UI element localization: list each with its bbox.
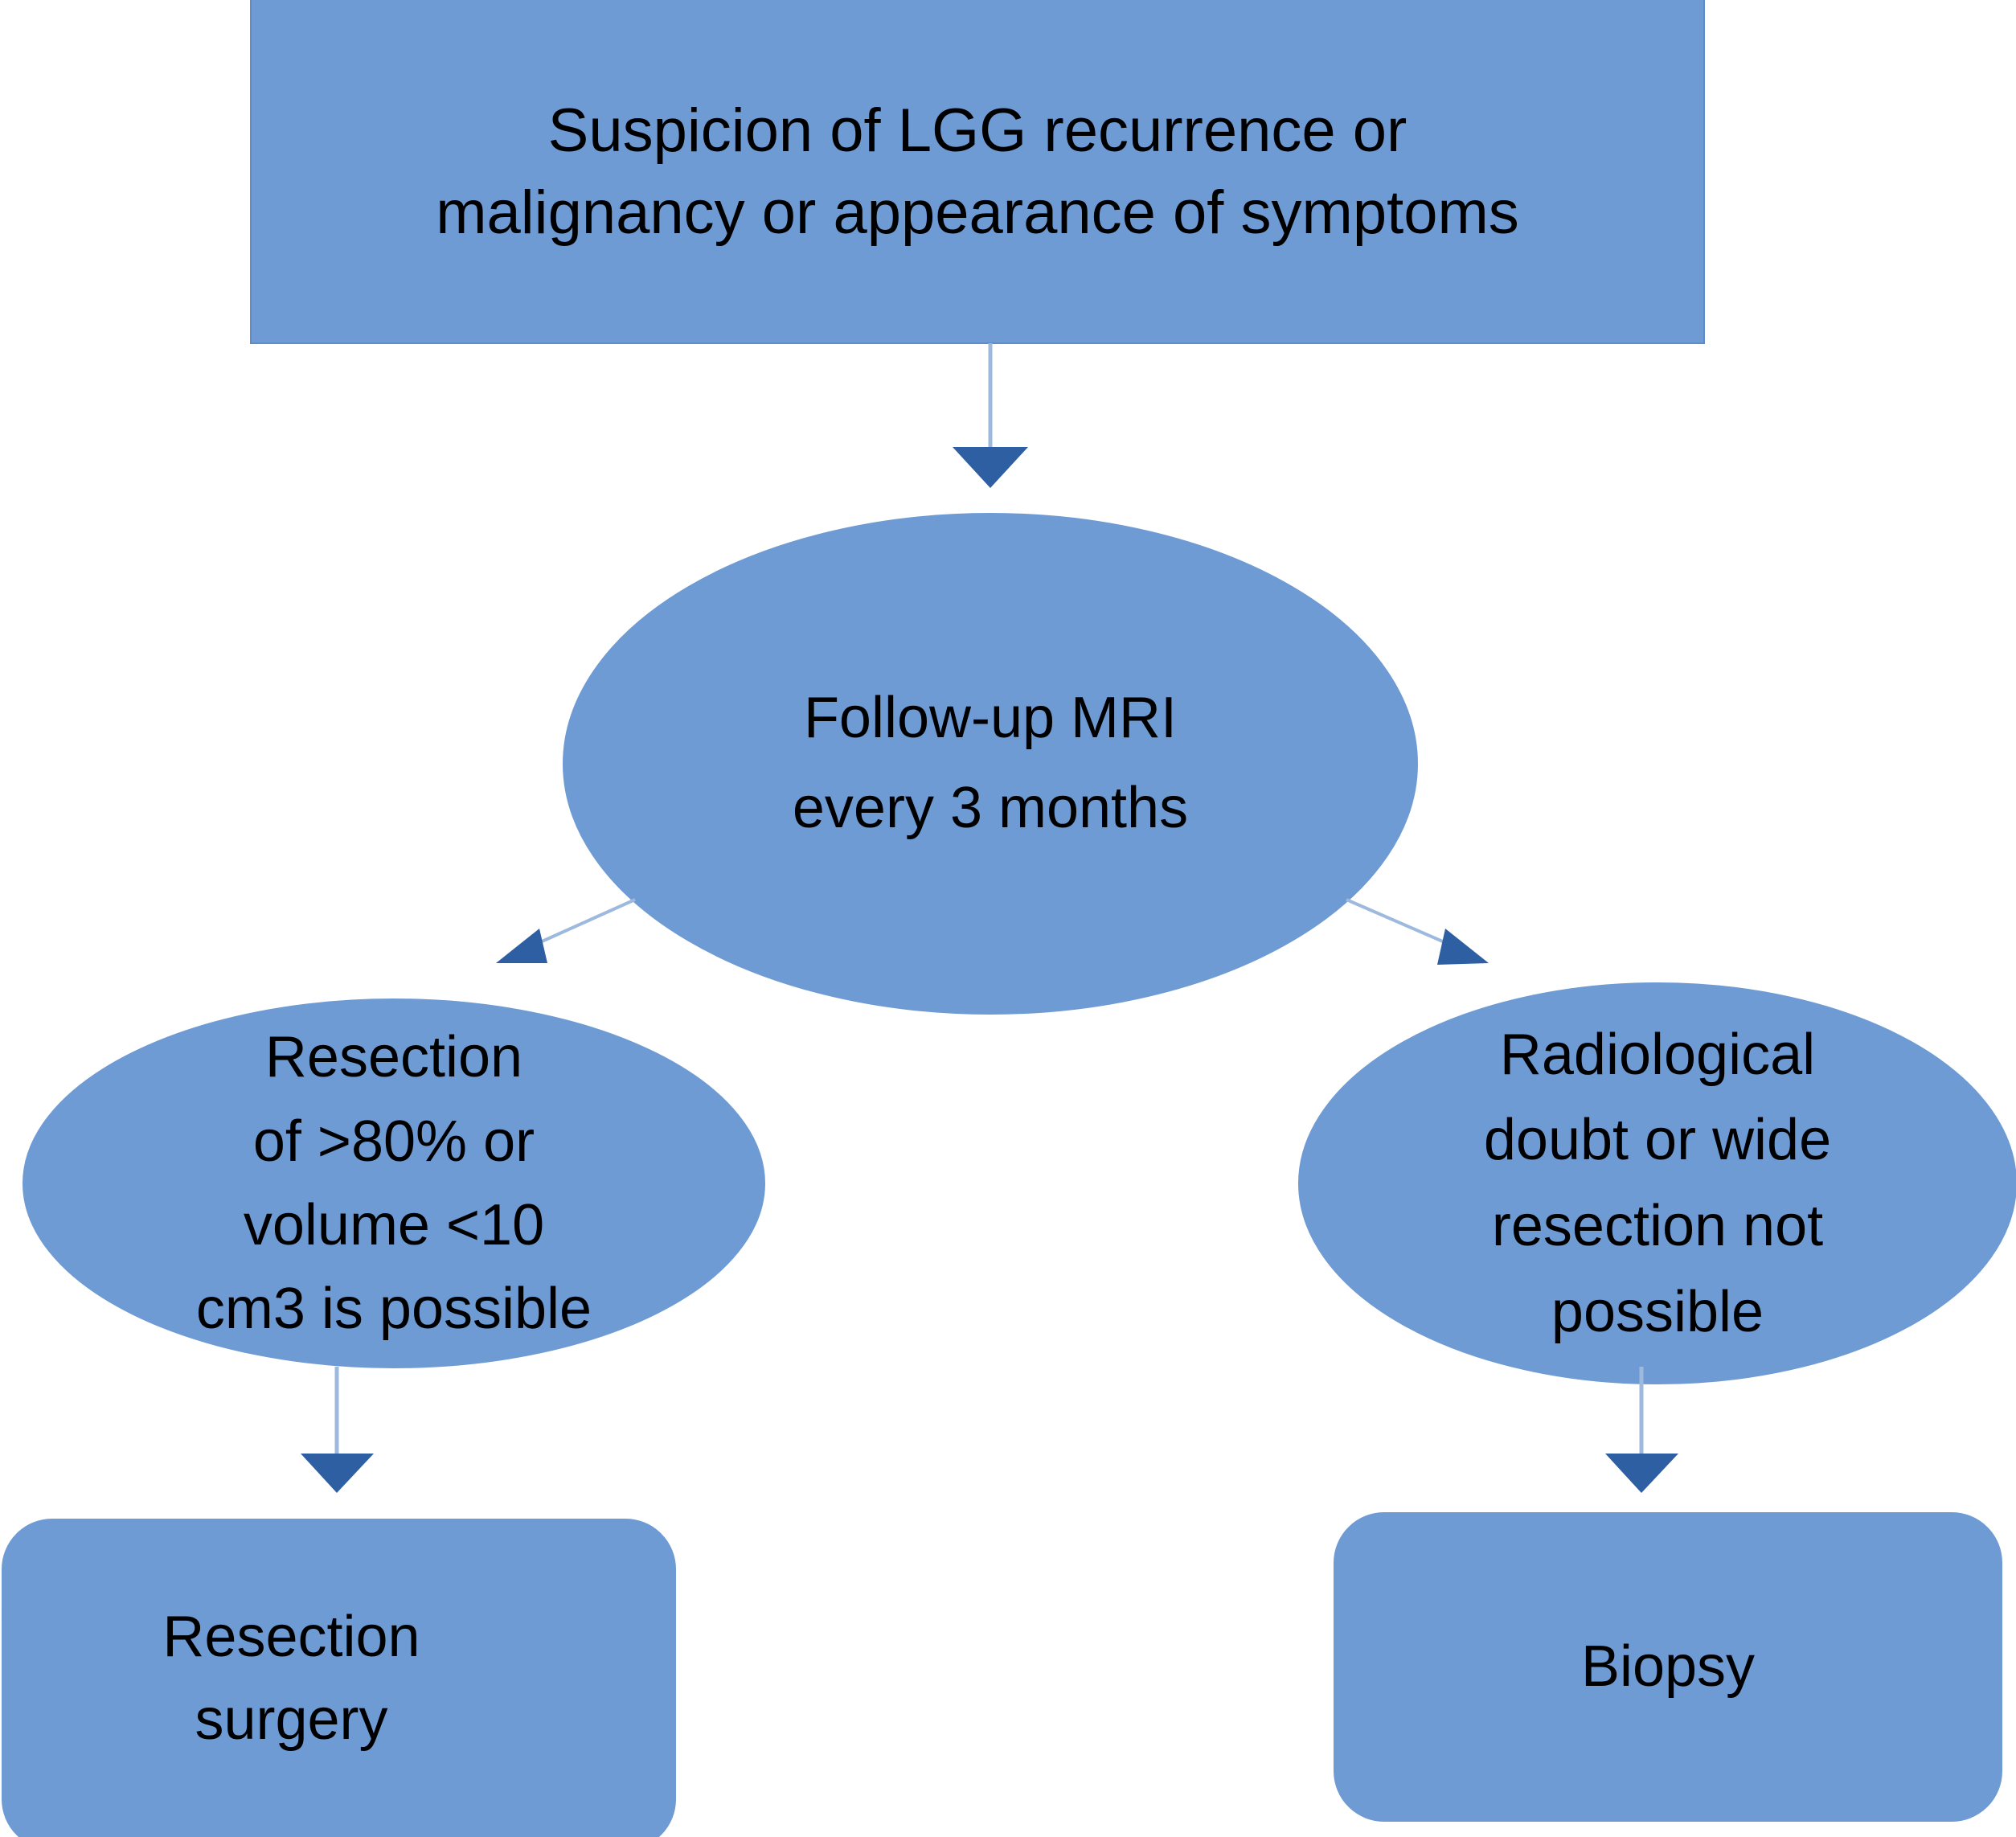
edge-line <box>1346 898 1445 944</box>
edge-suspicion-followup <box>953 343 1028 488</box>
arrowhead-down-icon <box>1605 1454 1678 1493</box>
edge-line <box>539 898 636 944</box>
arrowhead-down-left-icon <box>496 929 547 963</box>
node-resection-possible-shape[interactable] <box>23 998 765 1368</box>
arrowhead-down-icon <box>953 447 1028 488</box>
node-suspicion-shape[interactable] <box>250 0 1705 344</box>
edge-doubt-biopsy <box>1605 1367 1678 1493</box>
node-radiological-doubt-shape[interactable] <box>1298 982 2016 1384</box>
edge-followup-resection <box>496 898 636 963</box>
arrowhead-down-right-icon <box>1437 929 1489 965</box>
node-biopsy-shape[interactable] <box>1334 1512 2002 1822</box>
node-resection-surgery-shape[interactable] <box>2 1519 676 1837</box>
edge-resection-surgery <box>301 1367 374 1493</box>
edge-followup-doubt <box>1346 898 1489 965</box>
node-followup-shape[interactable] <box>563 513 1418 1015</box>
arrowhead-down-icon <box>301 1454 374 1493</box>
